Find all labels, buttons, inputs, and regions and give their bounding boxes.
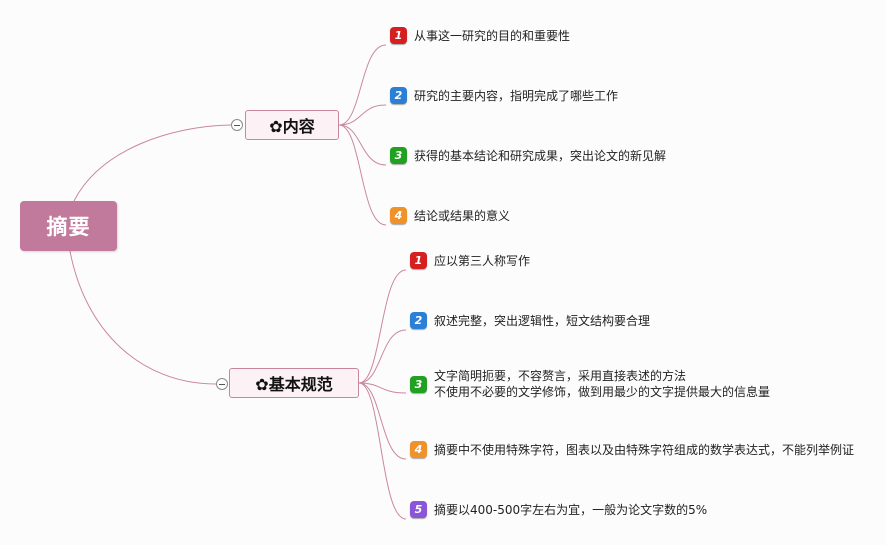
number-3-icon: 3: [390, 147, 407, 164]
leaf-text: 从事这一研究的目的和重要性: [414, 29, 571, 43]
content-leaf-connector-1: [338, 44, 387, 126]
norms-leaf-connector-4: [358, 382, 407, 460]
leaf-node[interactable]: 3 获得的基本结论和研究成果，突出论文的新见解: [390, 147, 666, 164]
norms-leaf-connector-2: [358, 329, 407, 384]
leaf-node[interactable]: 5 摘要以400-500字左右为宜，一般为论文字数的5%: [410, 501, 707, 518]
collapse-toggle-content[interactable]: [231, 119, 243, 131]
number-5-icon: 5: [410, 501, 427, 518]
content-leaf-connector-4: [338, 124, 387, 226]
leaf-node[interactable]: 3 文字简明扼要，不容赘言，采用直接表述的方法 不使用不必要的文学修饰，做到用最…: [410, 367, 770, 400]
content-leaf-connector-3: [338, 124, 387, 166]
norms-leaf-connector-5: [358, 382, 407, 520]
branch-node-norms[interactable]: ✿基本规范: [229, 368, 359, 398]
leaf-node[interactable]: 1 从事这一研究的目的和重要性: [390, 27, 570, 44]
number-2-icon: 2: [390, 87, 407, 104]
number-1-icon: 1: [410, 252, 427, 269]
leaf-text: 摘要中不使用特殊字符，图表以及由特殊字符组成的数学表达式，不能列举例证: [434, 443, 855, 457]
content-leaf-connector-2: [338, 104, 387, 126]
leaf-text: 不使用不必要的文学修饰，做到用最少的文字提供最大的信息量: [434, 385, 771, 399]
collapse-toggle-norms[interactable]: [216, 378, 228, 390]
number-1-icon: 1: [390, 27, 407, 44]
branch-label: ✿内容: [269, 117, 315, 136]
number-2-icon: 2: [410, 312, 427, 329]
leaf-text: 获得的基本结论和研究成果，突出论文的新见解: [414, 149, 667, 163]
number-4-icon: 4: [390, 207, 407, 224]
norms-leaf-connector-1: [358, 269, 407, 384]
leaf-node[interactable]: 4 结论或结果的意义: [390, 207, 510, 224]
leaf-text: 叙述完整，突出逻辑性，短文结构要合理: [434, 314, 651, 328]
root-to-content-connector: [73, 124, 232, 202]
number-3-icon: 3: [410, 376, 427, 393]
leaf-text: 研究的主要内容，指明完成了哪些工作: [414, 89, 619, 103]
number-4-icon: 4: [410, 441, 427, 458]
root-label: 摘要: [46, 215, 91, 239]
root-node[interactable]: 摘要: [20, 201, 117, 251]
branch-node-content[interactable]: ✿内容: [245, 110, 339, 140]
branch-label: ✿基本规范: [255, 375, 333, 394]
leaf-node[interactable]: 4 摘要中不使用特殊字符，图表以及由特殊字符组成的数学表达式，不能列举例证: [410, 441, 854, 458]
leaf-text: 文字简明扼要，不容赘言，采用直接表述的方法: [434, 369, 687, 383]
leaf-node[interactable]: 2 叙述完整，突出逻辑性，短文结构要合理: [410, 312, 650, 329]
leaf-node[interactable]: 1 应以第三人称写作: [410, 252, 530, 269]
root-to-norms-connector: [69, 250, 217, 385]
leaf-node[interactable]: 2 研究的主要内容，指明完成了哪些工作: [390, 87, 618, 104]
norms-leaf-connector-3: [358, 382, 407, 394]
leaf-text: 结论或结果的意义: [414, 209, 511, 223]
leaf-text: 应以第三人称写作: [434, 254, 531, 268]
leaf-text: 摘要以400-500字左右为宜，一般为论文字数的5%: [434, 503, 708, 517]
